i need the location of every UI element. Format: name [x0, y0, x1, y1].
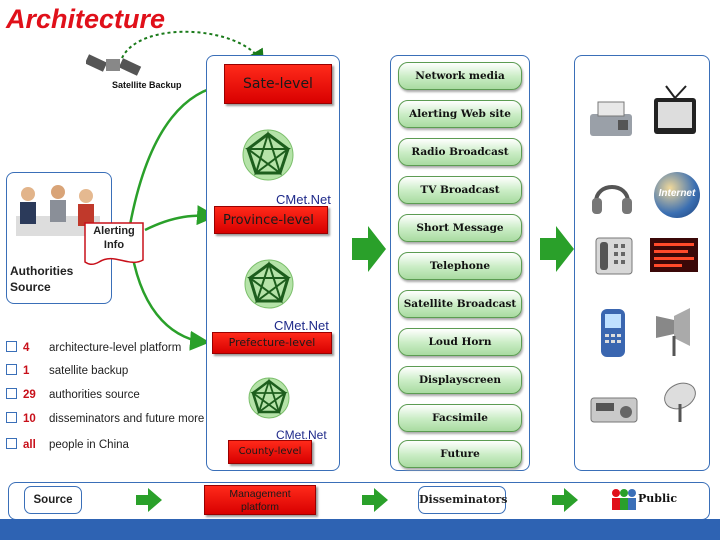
bullet-icon: [6, 364, 17, 375]
mobile-phone-icon: [600, 308, 626, 363]
stat-text: people in China: [49, 439, 129, 451]
headphones-icon: [590, 176, 634, 221]
disseminator-network-media: Network media: [398, 62, 522, 90]
disseminator-telephone: Telephone: [398, 252, 522, 280]
arrow-right-icon: [362, 488, 388, 512]
stat-text: satellite backup: [49, 365, 129, 377]
television-icon: [652, 84, 698, 145]
disseminator-tv-broadcast: TV Broadcast: [398, 176, 522, 204]
cmetnet-label: CMet.Net: [276, 428, 327, 442]
stat-row: all people in China: [6, 437, 129, 453]
prefecture-level-box: Prefecture-level: [212, 332, 332, 354]
alerting-info-label: Alerting Info: [93, 225, 135, 251]
disseminator-radio-broadcast: Radio Broadcast: [398, 138, 522, 166]
stat-number: 10: [23, 413, 36, 425]
stat-number: 1: [23, 365, 30, 377]
footer-bar: [0, 519, 720, 540]
satellite-dish-icon: [660, 380, 700, 429]
disseminator-future: Future: [398, 440, 522, 468]
internet-label: Internet: [658, 188, 696, 199]
flow-disseminators-box: Disseminators: [418, 486, 507, 514]
led-display-icon: [650, 238, 698, 277]
arrow-right-icon: [552, 488, 578, 512]
stat-number: 4: [23, 342, 30, 354]
stat-row: 10 disseminators and future more: [6, 411, 204, 427]
fax-machine-icon: [588, 100, 634, 145]
disseminator-loud-horn: Loud Horn: [398, 328, 522, 356]
disseminator-short-message: Short Message: [398, 214, 522, 242]
disseminator-displayscreen: Displayscreen: [398, 366, 522, 394]
satellite-icon: [84, 50, 142, 85]
arrow-right-icon: [540, 226, 574, 272]
loudspeaker-icon: [650, 306, 698, 361]
stat-number: 29: [23, 389, 36, 401]
disseminator-alerting-website: Alerting Web site: [398, 100, 522, 128]
flow-management-box: Management platform: [204, 485, 316, 515]
cmetnet-label: CMet.Net: [274, 318, 329, 333]
arrow-right-icon: [352, 226, 386, 272]
telephone-icon: [594, 236, 634, 281]
authorities-source-label: Authorities Source: [10, 264, 74, 294]
people-icon: [610, 488, 638, 517]
network-pentagon-icon: [242, 258, 296, 315]
page-title: Architecture: [6, 4, 166, 34]
disseminator-facsimile: Facsimile: [398, 404, 522, 432]
county-level-box: County-level: [228, 440, 312, 464]
people-meeting-icon: [12, 180, 104, 247]
cmetnet-label: CMet.Net: [276, 192, 331, 207]
satellite-backup-label: Satellite Backup: [112, 80, 182, 90]
stat-text: authorities source: [49, 389, 140, 401]
flow-source-box: Source: [24, 486, 82, 514]
sate-level-box: Sate-level: [224, 64, 332, 104]
disseminator-satellite-broadcast: Satellite Broadcast: [398, 290, 522, 318]
flow-public-label: Public: [638, 492, 678, 505]
stat-text: disseminators and future more: [49, 413, 205, 425]
network-pentagon-icon: [240, 128, 296, 187]
bullet-icon: [6, 388, 17, 399]
radio-icon: [590, 394, 638, 429]
bottom-flow-panel: [8, 482, 710, 520]
bullet-icon: [6, 412, 17, 423]
network-pentagon-icon: [246, 376, 292, 425]
stat-row: 29 authorities source: [6, 387, 140, 403]
bullet-icon: [6, 438, 17, 449]
alerting-info-document: Alerting Info: [84, 222, 144, 266]
bullet-icon: [6, 341, 17, 352]
stat-text: architecture-level platform: [49, 342, 182, 354]
stat-row: 1 satellite backup: [6, 363, 128, 379]
stat-number: all: [23, 439, 36, 451]
globe-icon: Internet: [654, 172, 700, 218]
stat-row: 4 architecture-level platform: [6, 340, 181, 356]
arrow-right-icon: [136, 488, 162, 512]
province-level-box: Province-level: [214, 206, 328, 234]
